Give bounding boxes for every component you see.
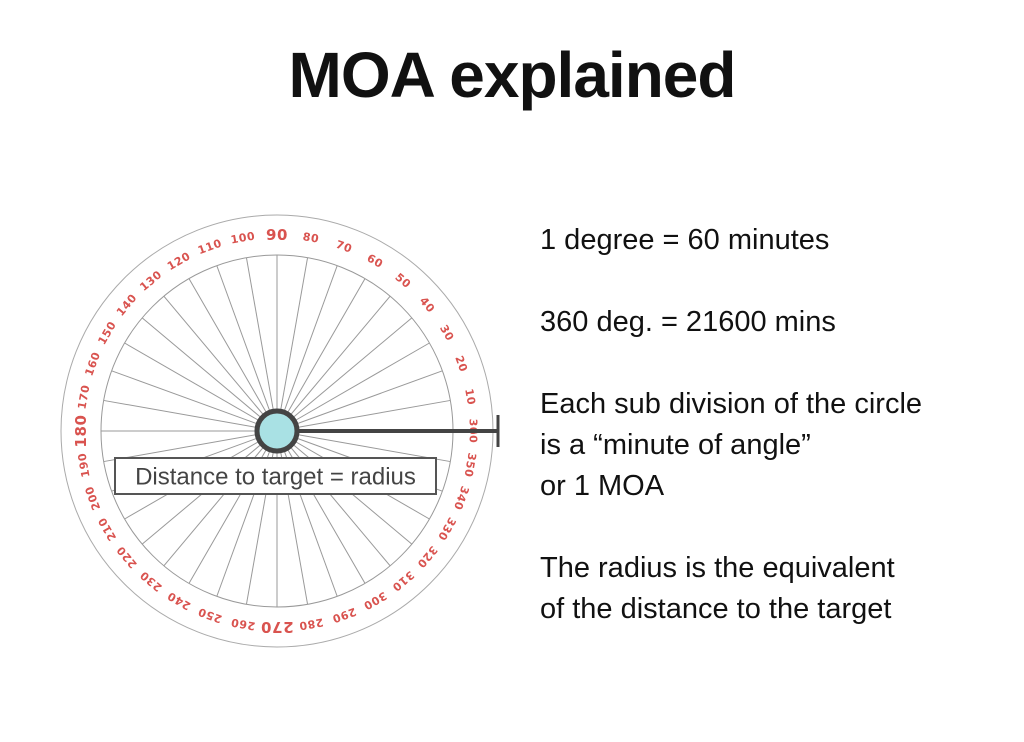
degree-label-300: 300 <box>361 589 389 613</box>
degree-label-100: 100 <box>230 229 257 246</box>
degree-label-240: 240 <box>165 589 193 613</box>
spoke-line <box>188 278 278 432</box>
degree-label-260: 260 <box>230 615 257 632</box>
degree-label-30: 30 <box>437 323 457 344</box>
spoke-line <box>141 317 278 432</box>
spoke-line <box>124 342 278 432</box>
degree-label-20: 20 <box>452 354 470 374</box>
note-subdivision-moa: Each sub division of the circle is a “mi… <box>540 384 1000 507</box>
radius-label-box <box>114 457 437 495</box>
degree-label-130: 130 <box>137 268 164 294</box>
protractor-svg: 0102030405060708090100110120130140150160… <box>60 214 500 648</box>
degree-label-110: 110 <box>196 236 224 257</box>
degree-label-60: 60 <box>365 252 386 272</box>
spoke-line <box>245 257 278 432</box>
degree-label-120: 120 <box>165 249 193 273</box>
degree-label-220: 220 <box>114 543 140 570</box>
page-title: MOA explained <box>288 39 737 111</box>
spoke-line <box>111 370 278 432</box>
degree-label-200: 200 <box>82 484 103 512</box>
degree-label-310: 310 <box>389 568 416 594</box>
degree-label-10: 10 <box>462 388 478 407</box>
note-line: The radius is the equivalent <box>540 552 895 584</box>
degree-label-270: 270 <box>260 618 293 636</box>
note-line: 360 deg. = 21600 mins <box>540 306 836 338</box>
degree-label-230: 230 <box>137 568 164 594</box>
spoke-line <box>276 399 451 432</box>
radius-label: Distance to target = radius <box>135 464 416 491</box>
spoke-line <box>276 342 430 432</box>
degree-label-280: 280 <box>298 615 325 632</box>
center-hub <box>254 408 300 454</box>
note-line: is a “minute of angle” <box>540 429 811 461</box>
degree-label-70: 70 <box>334 238 354 256</box>
degree-label-150: 150 <box>95 319 119 347</box>
degree-label-340: 340 <box>451 484 472 512</box>
degree-label-160: 160 <box>82 350 103 378</box>
degree-label-40: 40 <box>417 295 438 316</box>
spoke-line <box>276 278 366 432</box>
spoke-line <box>276 430 366 584</box>
spoke-line <box>163 295 278 432</box>
degree-label-350: 350 <box>461 452 478 479</box>
spoke-line <box>103 399 278 432</box>
degree-label-250: 250 <box>196 605 224 626</box>
note-line: or 1 MOA <box>540 470 665 502</box>
note-radius-distance: The radius is the equivalent of the dist… <box>540 548 1000 630</box>
spoke-line <box>276 370 443 432</box>
degree-label-210: 210 <box>95 515 119 543</box>
protractor-diagram: 0102030405060708090100110120130140150160… <box>50 205 520 655</box>
degree-label-140: 140 <box>114 291 140 318</box>
degree-label-330: 330 <box>435 515 459 543</box>
degree-label-290: 290 <box>330 605 358 626</box>
degree-label-180: 180 <box>72 414 90 447</box>
spoke-line <box>276 430 391 567</box>
spoke-line <box>276 317 413 432</box>
degree-label-170: 170 <box>75 384 92 411</box>
note-line: of the distance to the target <box>540 593 892 625</box>
spoke-line <box>188 430 278 584</box>
degree-label-320: 320 <box>414 543 440 570</box>
note-line: Each sub division of the circle <box>540 388 923 420</box>
spoke-line <box>103 430 278 463</box>
degree-label-50: 50 <box>392 271 413 292</box>
spoke-line <box>216 265 278 432</box>
degree-label-90: 90 <box>266 226 288 244</box>
note-degree-minutes: 1 degree = 60 minutes <box>540 220 1000 261</box>
spoke-line <box>163 430 278 567</box>
degree-label-190: 190 <box>75 452 92 479</box>
note-total-minutes: 360 deg. = 21600 mins <box>540 302 1000 343</box>
explanation-notes: 1 degree = 60 minutes 360 deg. = 21600 m… <box>540 220 1000 671</box>
spoke-line <box>276 295 391 432</box>
spoke-line <box>276 430 451 463</box>
note-line: 1 degree = 60 minutes <box>540 224 830 256</box>
spoke-line <box>276 265 338 432</box>
degree-label-80: 80 <box>302 230 321 246</box>
spoke-line <box>276 257 309 432</box>
